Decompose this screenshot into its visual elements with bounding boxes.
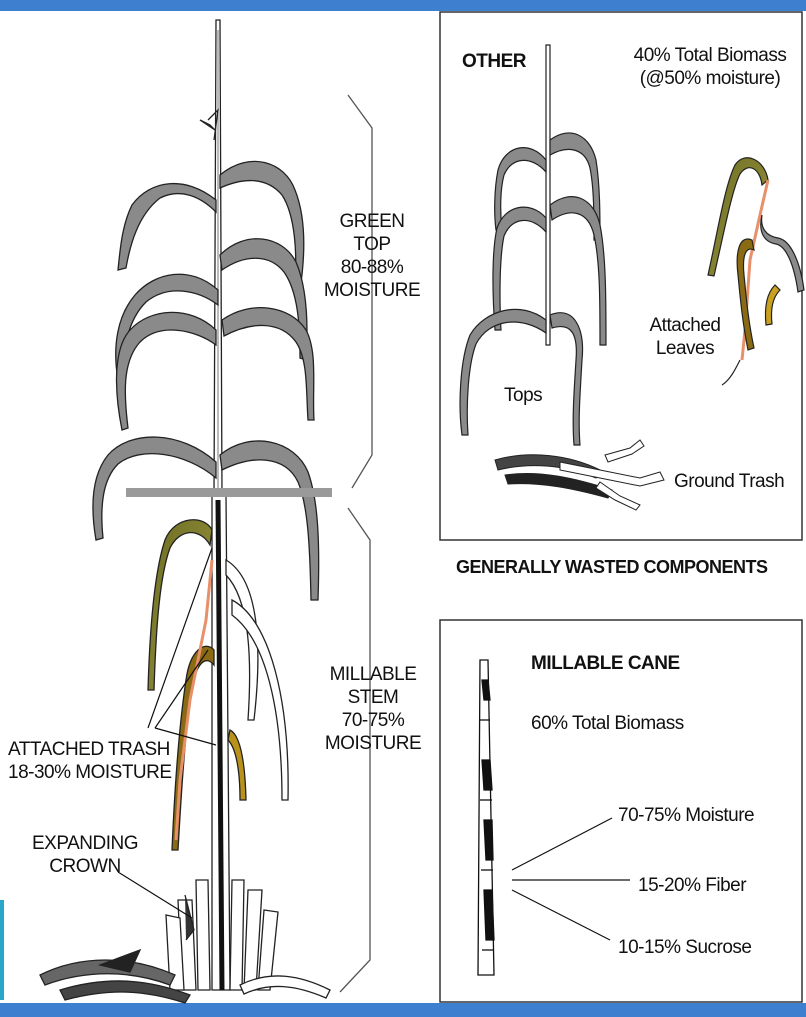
millable-panel-title: MILLABLE CANE bbox=[531, 652, 680, 675]
millable-cane-illustration bbox=[478, 660, 494, 975]
millable-stem-line-1: MILLABLE bbox=[318, 663, 428, 686]
attached-trash-line-1: ATTACHED TRASH bbox=[8, 738, 172, 761]
attached-trash-label: ATTACHED TRASH 18-30% MOISTURE bbox=[8, 738, 172, 784]
cut-line bbox=[126, 488, 332, 497]
fiber-component-label: 15-20% Fiber bbox=[638, 874, 746, 897]
crown-pointer bbox=[118, 872, 192, 918]
millable-stem-line-2: STEM bbox=[318, 686, 428, 709]
lower-leaves bbox=[226, 560, 288, 800]
other-panel-title: OTHER bbox=[462, 50, 526, 73]
tops-label: Tops bbox=[504, 384, 542, 407]
main-stalk bbox=[208, 20, 230, 990]
millable-stem-label: MILLABLE STEM 70-75% MOISTURE bbox=[318, 663, 428, 755]
millable-stem-line-3: 70-75% bbox=[318, 709, 428, 732]
expanding-crown-line-2: CROWN bbox=[30, 855, 140, 878]
expanding-crown-label: EXPANDING CROWN bbox=[30, 832, 140, 878]
component-pointers bbox=[512, 818, 630, 940]
green-top-line-4: MOISTURE bbox=[322, 279, 422, 302]
millable-stem-line-4: MOISTURE bbox=[318, 732, 428, 755]
other-biomass-line-1: 40% Total Biomass bbox=[622, 44, 798, 67]
moisture-component-label: 70-75% Moisture bbox=[618, 804, 754, 827]
wasted-components-caption: GENERALLY WASTED COMPONENTS bbox=[456, 556, 768, 579]
green-top-line-1: GREEN bbox=[322, 210, 422, 233]
attached-leaves-line-1: Attached bbox=[640, 314, 730, 337]
ground-trash-label: Ground Trash bbox=[674, 470, 784, 493]
millable-biomass-label: 60% Total Biomass bbox=[531, 712, 684, 735]
other-biomass-label: 40% Total Biomass (@50% moisture) bbox=[622, 44, 798, 90]
green-top-line-2: TOP bbox=[322, 233, 422, 256]
expanding-crown-line-1: EXPANDING bbox=[30, 832, 140, 855]
ground-trash-illustration bbox=[495, 440, 664, 510]
green-top-label: GREEN TOP 80-88% MOISTURE bbox=[322, 210, 422, 302]
attached-leaves-label: Attached Leaves bbox=[640, 314, 730, 360]
other-biomass-line-2: (@50% moisture) bbox=[622, 67, 798, 90]
sucrose-component-label: 10-15% Sucrose bbox=[618, 936, 751, 959]
attached-leaves-line-2: Leaves bbox=[640, 337, 730, 360]
green-top-line-3: 80-88% bbox=[322, 256, 422, 279]
attached-trash-line-2: 18-30% MOISTURE bbox=[8, 761, 172, 784]
